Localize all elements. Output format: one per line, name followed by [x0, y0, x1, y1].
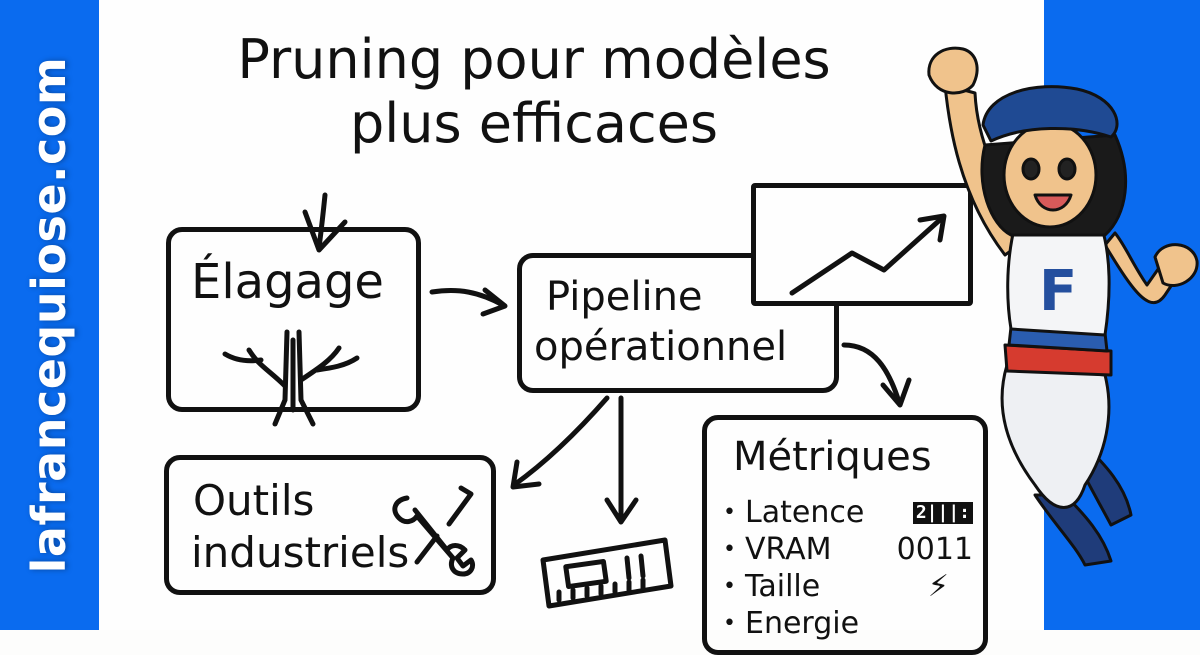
mascot-character: F	[927, 46, 1199, 567]
node-pipeline: Pipeline opérationnel	[517, 253, 839, 393]
title-line-1: Pruning pour modèles	[237, 28, 831, 91]
metric-label: Energie	[745, 606, 860, 641]
metric-label: Taille	[745, 569, 821, 604]
diagram-canvas: Pruning pour modèles plus efficaces Élag…	[99, 0, 1044, 655]
metric-label: VRAM	[745, 532, 832, 567]
tree-icon	[222, 329, 360, 427]
metric-label: Latence	[745, 495, 865, 530]
metric-item: • VRAM 0011	[723, 532, 973, 567]
title-line-2: plus efficaces	[349, 92, 719, 155]
metric-item: • Taille ⚡	[723, 569, 949, 604]
site-brand-text: lafrancequiose.com	[22, 56, 76, 574]
node-elagage-label: Élagage	[191, 254, 384, 310]
node-pipeline-line1: Pipeline	[546, 274, 703, 320]
ram-module-icon	[540, 537, 674, 609]
node-outils: Outils industriels	[164, 455, 496, 595]
node-outils-line2: industriels	[191, 528, 410, 577]
svg-text:F: F	[1039, 259, 1077, 324]
latency-counter-icon: 2|||:	[912, 501, 973, 524]
metric-item: • Latence 2|||:	[723, 494, 973, 531]
node-pipeline-line2: opérationnel	[534, 324, 788, 370]
trend-chart-icon	[789, 213, 947, 296]
node-outils-line1: Outils	[193, 476, 315, 525]
lightning-icon: ⚡	[927, 569, 949, 604]
node-chart	[751, 183, 973, 306]
connector-arrows	[302, 192, 912, 525]
wrench-screwdriver-icon	[392, 485, 476, 577]
metriques-title: Métriques	[733, 434, 932, 480]
metric-item: • Energie	[723, 605, 973, 642]
metric-value: 0011	[896, 532, 973, 567]
page-title: Pruning pour modèles plus efficaces	[99, 28, 969, 156]
left-brand-band: lafrancequiose.com	[0, 0, 99, 630]
